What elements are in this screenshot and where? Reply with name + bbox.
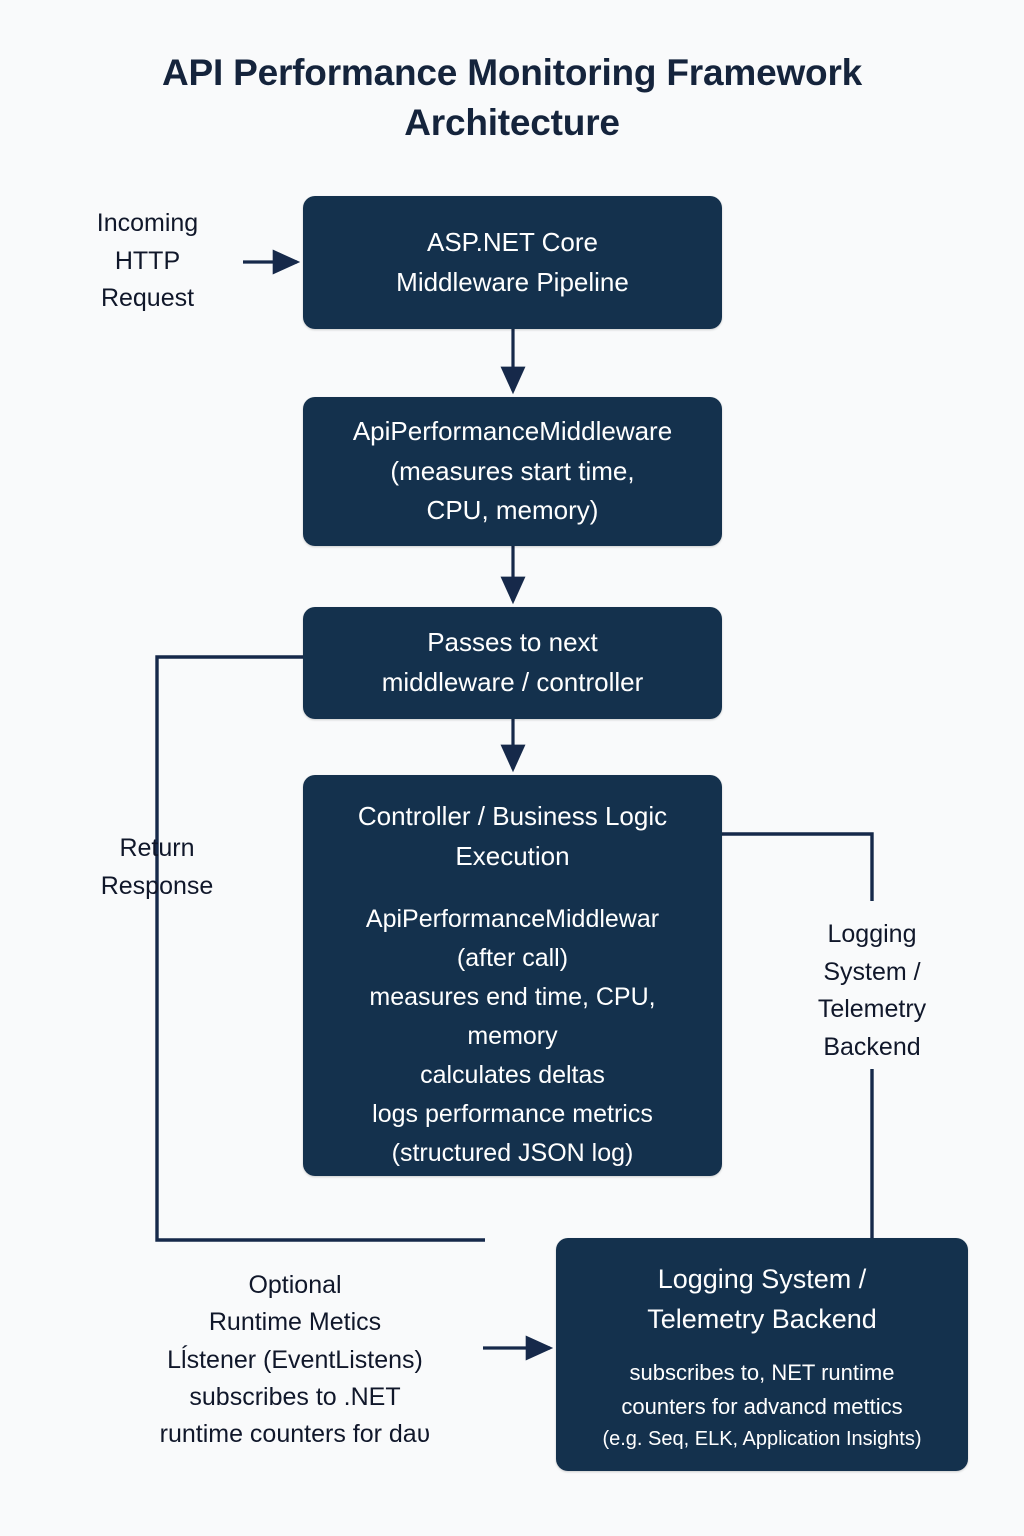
label-line: Return: [119, 834, 195, 862]
node-line: (structured JSON log): [391, 1139, 634, 1168]
label-line: System /: [823, 957, 921, 986]
node-detail-block: subscribes to, NET runtime counters for …: [602, 1356, 921, 1455]
label-line: runtime counters for daʋ: [159, 1420, 431, 1448]
node-line: calculates deltas: [420, 1061, 605, 1090]
node-line: ASP.NET Core: [426, 226, 598, 257]
node-line: ApiPerformanceMiddleware: [352, 416, 673, 447]
node-api-performance-middleware[interactable]: ApiPerformanceMiddleware (measures start…: [303, 397, 722, 546]
label-incoming-http-request: Incoming HTTP Request: [60, 205, 235, 318]
node-line: (after call): [456, 944, 569, 973]
label-line: Telemetry: [817, 995, 927, 1023]
node-line: (measures start time,: [390, 455, 635, 486]
node-line: logs performance metrics: [372, 1100, 653, 1129]
node-line: subscribes to, NET runtime: [629, 1359, 895, 1385]
page-title: API Performance Monitoring Framework Arc…: [161, 52, 863, 143]
node-line: Controller / Business Logic: [357, 801, 668, 831]
label-line: HTTP: [114, 246, 181, 275]
label-return-response: Return Response: [62, 830, 252, 905]
node-logging-system-telemetry-backend[interactable]: Logging System / Telemetry Backend subsc…: [556, 1238, 968, 1471]
node-aspnet-core-middleware-pipeline[interactable]: ASP.NET Core Middleware Pipeline: [303, 196, 722, 329]
label-line: Runtime Metics: [208, 1308, 382, 1337]
node-detail-block: ApiPerformanceMiddlewar (after call) mea…: [366, 900, 659, 1173]
label-line: Logging: [827, 920, 917, 948]
node-line: measures end time, CPU,: [369, 983, 656, 1012]
label-optional-runtime-metrics-listener: Optional Runtime Metics Lĺstener (EventL…: [106, 1267, 484, 1453]
node-line: middleware / controller: [381, 667, 644, 697]
node-passes-to-next-middleware[interactable]: Passes to next middleware / controller: [303, 607, 722, 719]
node-line: Passes to next: [427, 627, 598, 658]
node-controller-business-logic-execution[interactable]: Controller / Business Logic Execution Ap…: [303, 775, 722, 1176]
node-line: Telemetry Backend: [647, 1303, 877, 1334]
connector-controller-to-telemetry-upper: [722, 832, 874, 901]
label-logging-system-telemetry-backend: Logging System / Telemetry Backend: [782, 916, 962, 1066]
label-line: Optional: [248, 1271, 342, 1299]
node-line: counters for advancd mettics: [621, 1394, 903, 1419]
label-line: Request: [100, 284, 195, 312]
label-line: Lĺstener (EventListens): [167, 1345, 423, 1374]
node-line: Logging System /: [657, 1264, 867, 1294]
node-line: Execution: [455, 840, 570, 871]
node-line: CPU, memory): [426, 495, 599, 526]
node-line: (e.g. Seq, ELK, Application Insights): [602, 1428, 922, 1451]
label-line: Incoming: [96, 209, 199, 237]
node-line: ApiPerformanceMiddlewar: [365, 905, 660, 934]
label-line: subscribes to .NET: [189, 1382, 401, 1411]
node-line: memory: [467, 1022, 558, 1051]
label-line: Response: [100, 871, 214, 900]
node-line: Middleware Pipeline: [396, 266, 629, 297]
label-line: Backend: [823, 1032, 921, 1061]
